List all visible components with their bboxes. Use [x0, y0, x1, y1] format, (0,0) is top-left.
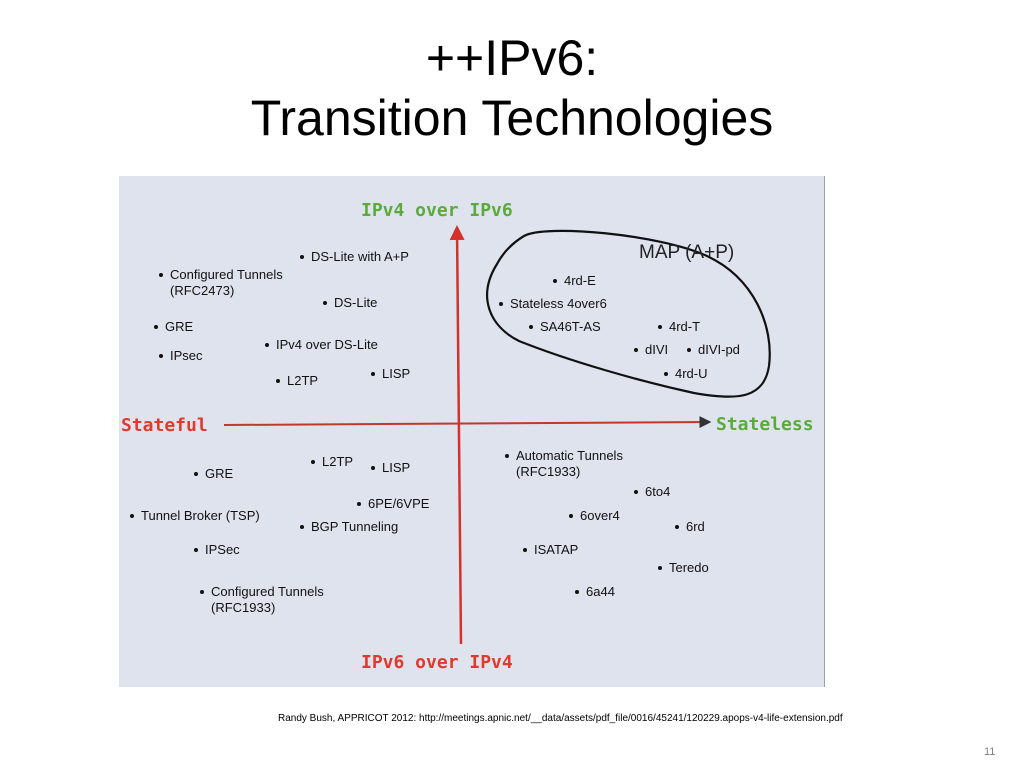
tech-lisp-q3: LISP — [371, 460, 410, 476]
axis-label-left: Stateful — [121, 415, 208, 436]
tech-gre-q3: GRE — [194, 466, 233, 482]
axis-label-bottom: IPv6 over IPv4 — [361, 652, 513, 673]
tech-6rd: 6rd — [675, 519, 705, 535]
title-line-2: Transition Technologies — [250, 90, 774, 146]
horizontal-axis-arrow — [223, 416, 712, 429]
axis-label-right: Stateless — [716, 414, 814, 435]
tech-tunnel-broker: Tunnel Broker (TSP) — [130, 508, 260, 524]
tech-isatap: ISATAP — [523, 542, 578, 558]
source-citation: Randy Bush, APPRICOT 2012: http://meetin… — [278, 713, 843, 724]
tech-4rd-t: 4rd-T — [658, 319, 700, 335]
tech-divi-pd: dIVI-pd — [687, 342, 740, 358]
tech-l2tp-q3: L2TP — [311, 454, 353, 470]
tech-label: Automatic Tunnels — [516, 448, 623, 463]
map-group-outline — [486, 229, 771, 398]
tech-ds-lite: DS-Lite — [323, 295, 377, 311]
tech-divi: dIVI — [634, 342, 668, 358]
transition-technologies-diagram: IPv4 over IPv6 IPv6 over IPv4 Stateful S… — [119, 176, 825, 687]
slide-title: ++IPv6: Transition Technologies — [0, 28, 1024, 148]
tech-6over4: 6over4 — [569, 508, 620, 524]
title-line-1: ++IPv6: — [425, 30, 599, 86]
tech-ipv4-over-ds-lite: IPv4 over DS-Lite — [265, 337, 378, 353]
tech-configured-tunnels-rfc2473: Configured Tunnels (RFC2473) — [159, 267, 283, 299]
tech-lisp-q1: LISP — [371, 366, 410, 382]
tech-4rd-e: 4rd-E — [553, 273, 596, 289]
tech-stateless-4over6: Stateless 4over6 — [499, 296, 607, 312]
tech-teredo: Teredo — [658, 560, 709, 576]
map-group-label: MAP (A+P) — [639, 242, 735, 263]
tech-label: Configured Tunnels — [211, 584, 324, 599]
tech-gre-stateful: GRE — [154, 319, 193, 335]
tech-label: Configured Tunnels — [170, 267, 283, 282]
axes-and-map-outline — [223, 225, 771, 645]
tech-bgp-tunneling: BGP Tunneling — [300, 519, 398, 535]
tech-ds-lite-ap: DS-Lite with A+P — [300, 249, 409, 265]
tech-6pe-6vpe: 6PE/6VPE — [357, 496, 429, 512]
tech-rfc: (RFC2473) — [170, 283, 235, 298]
page-number: 11 — [984, 746, 996, 758]
tech-rfc: (RFC1933) — [516, 464, 581, 479]
tech-ipsec-stateful: IPsec — [159, 348, 203, 364]
tech-6to4: 6to4 — [634, 484, 670, 500]
tech-6a44: 6a44 — [575, 584, 615, 600]
tech-l2tp-q1: L2TP — [276, 373, 318, 389]
tech-rfc: (RFC1933) — [211, 600, 276, 615]
tech-automatic-tunnels: Automatic Tunnels (RFC1933) — [505, 448, 623, 480]
tech-4rd-u: 4rd-U — [664, 366, 708, 382]
tech-ipsec-q3: IPSec — [194, 542, 240, 558]
tech-sa46t-as: SA46T-AS — [529, 319, 601, 335]
axis-label-top: IPv4 over IPv6 — [361, 200, 513, 221]
tech-configured-tunnels-rfc1933: Configured Tunnels (RFC1933) — [200, 584, 324, 616]
vertical-axis-arrow — [449, 225, 465, 645]
